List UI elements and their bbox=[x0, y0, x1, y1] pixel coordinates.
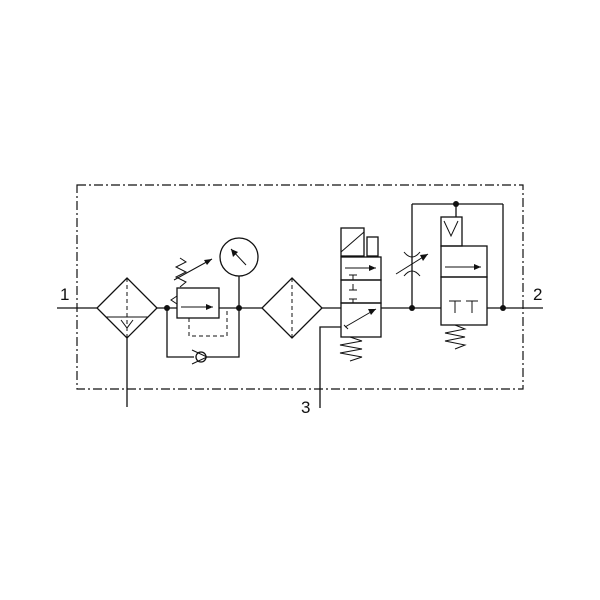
filter-separator-icon bbox=[96, 277, 158, 407]
unit-boundary bbox=[76, 184, 524, 390]
port-label-3: 3 bbox=[301, 398, 310, 417]
fine-filter-icon bbox=[261, 277, 323, 339]
port-label-2: 2 bbox=[533, 285, 542, 304]
port-label-1: 1 bbox=[60, 285, 69, 304]
pressure-regulator-icon bbox=[166, 257, 240, 365]
solenoid-valve-icon bbox=[319, 227, 382, 408]
soft-start-valve-icon bbox=[412, 203, 504, 350]
throttle-valve-icon bbox=[395, 204, 429, 308]
pressure-gauge-icon bbox=[219, 237, 259, 308]
